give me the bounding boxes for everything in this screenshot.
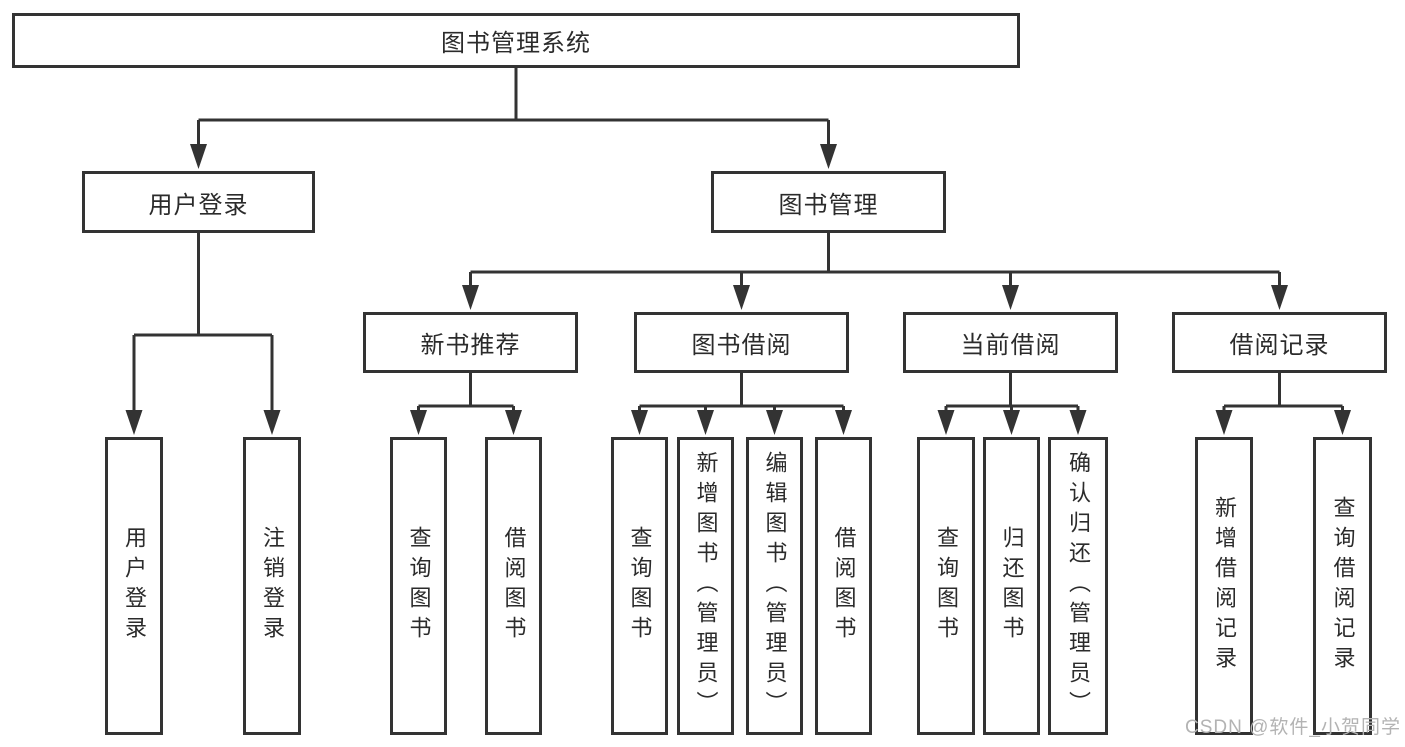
leaf-query-books-recommend-label: 查询图书: [406, 526, 432, 646]
leaf-query-borrow-record-label: 查询借阅记录: [1330, 496, 1356, 676]
leaf-query-books-borrowing: 查询图书: [611, 437, 668, 735]
leaf-confirm-return-admin-label: 确认归还（管理员）: [1066, 451, 1091, 721]
node-book-management-label: 图书管理: [778, 191, 879, 219]
leaf-add-books-admin: 新增图书（管理员）: [677, 437, 734, 735]
leaf-user-login-label: 用户登录: [122, 526, 147, 646]
leaf-logout: 注销登录: [243, 437, 301, 735]
csdn-watermark: CSDN @软件_小贺同学: [1185, 717, 1401, 738]
node-book-management: 图书管理: [711, 171, 946, 233]
leaf-borrow-books-borrowing-label: 借阅图书: [831, 526, 857, 646]
arrow-heads: [125, 144, 1351, 435]
leaf-return-books-label: 归还图书: [999, 526, 1025, 646]
leaf-borrow-books-recommend-label: 借阅图书: [501, 526, 527, 646]
leaf-return-books: 归还图书: [983, 437, 1040, 735]
leaf-query-books-current: 查询图书: [917, 437, 975, 735]
leaf-add-borrow-record: 新增借阅记录: [1195, 437, 1253, 735]
leaf-borrow-books-recommend: 借阅图书: [485, 437, 542, 735]
leaf-add-books-admin-label: 新增图书（管理员）: [693, 451, 719, 721]
leaf-query-books-recommend: 查询图书: [390, 437, 447, 735]
leaf-user-login: 用户登录: [105, 437, 163, 735]
node-new-book-recommend: 新书推荐: [363, 312, 578, 373]
node-root-label: 图书管理系统: [441, 30, 591, 57]
node-user-login-label: 用户登录: [148, 191, 249, 219]
leaf-query-borrow-record: 查询借阅记录: [1313, 437, 1372, 735]
leaf-add-borrow-record-label: 新增借阅记录: [1212, 496, 1237, 676]
leaf-edit-books-admin-label: 编辑图书（管理员）: [762, 451, 788, 721]
leaf-query-books-borrowing-label: 查询图书: [627, 526, 653, 646]
leaf-confirm-return-admin: 确认归还（管理员）: [1048, 437, 1108, 735]
node-book-borrowing-label: 图书借阅: [691, 332, 792, 359]
node-borrowing-records-label: 借阅记录: [1229, 332, 1330, 359]
leaf-borrow-books-borrowing: 借阅图书: [815, 437, 872, 735]
leaf-edit-books-admin: 编辑图书（管理员）: [746, 437, 803, 735]
node-current-borrowing: 当前借阅: [903, 312, 1118, 373]
node-book-borrowing: 图书借阅: [634, 312, 849, 373]
node-user-login: 用户登录: [82, 171, 315, 233]
node-borrowing-records: 借阅记录: [1172, 312, 1387, 373]
node-root: 图书管理系统: [12, 13, 1020, 68]
leaf-query-books-current-label: 查询图书: [934, 526, 959, 646]
node-current-borrowing-label: 当前借阅: [960, 332, 1061, 359]
node-new-book-recommend-label: 新书推荐: [420, 332, 521, 359]
leaf-logout-label: 注销登录: [260, 526, 285, 646]
